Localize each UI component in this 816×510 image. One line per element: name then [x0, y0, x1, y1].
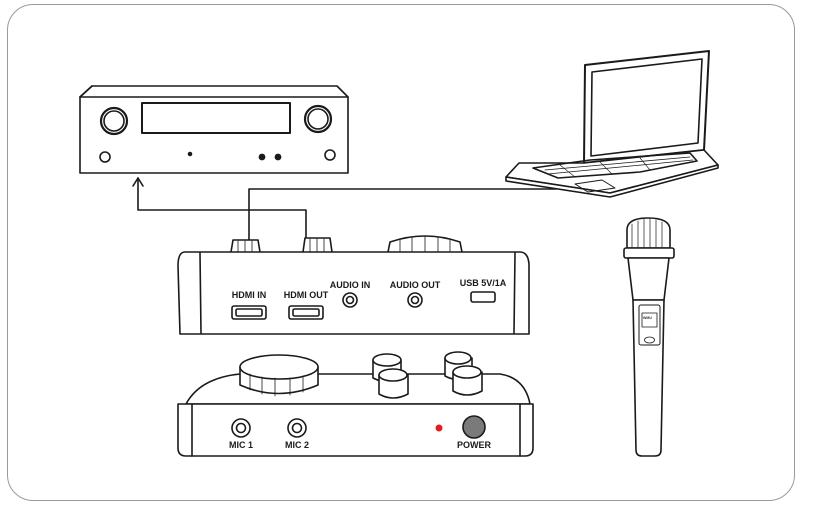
av-receiver	[79, 85, 349, 174]
volume-knob	[239, 354, 319, 397]
diagram-frame	[7, 4, 795, 501]
mic-display-text: WMU	[643, 316, 652, 320]
power-led	[435, 424, 443, 432]
power-label: POWER	[457, 440, 492, 450]
hdmi-out-label: HDMI OUT	[284, 290, 329, 300]
audio-in-label: AUDIO IN	[330, 280, 371, 290]
audio-out-label: AUDIO OUT	[390, 280, 441, 290]
mic1-label: MIC 1	[229, 440, 253, 450]
laptop	[505, 50, 719, 198]
mixer-rear-panel	[177, 235, 530, 335]
wireless-microphone	[623, 217, 675, 457]
mic2-label: MIC 2	[285, 440, 309, 450]
small-knobs	[372, 351, 483, 399]
hdmi-in-label: HDMI IN	[232, 290, 267, 300]
usb-label: USB 5V/1A	[460, 278, 507, 288]
